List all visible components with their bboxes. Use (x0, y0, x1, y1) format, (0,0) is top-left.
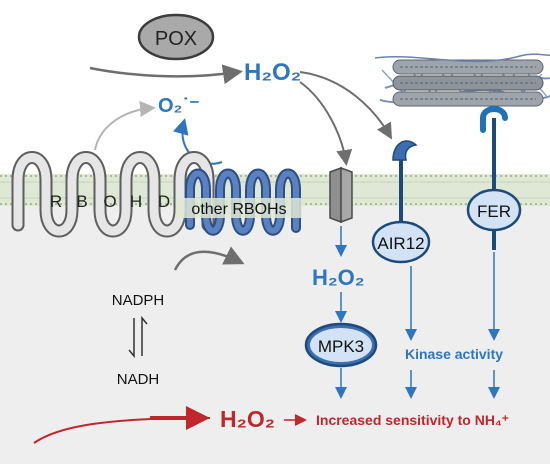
fer-label: FER (477, 202, 511, 221)
mpk3-label: MPK3 (318, 337, 364, 356)
arrow-rbohd-to-o2 (94, 100, 156, 151)
rbohd-letter-h: H (130, 192, 142, 211)
h2o2-top-label: H₂O₂ (244, 59, 301, 86)
pox-label: POX (155, 28, 197, 50)
mpk3-kinase: MPK3 (304, 322, 378, 368)
o2-radical-label: O₂˙⁻ (158, 95, 200, 117)
fer-receptor: FER (466, 106, 522, 250)
equilibrium-arrows (128, 315, 148, 359)
arrow-to-h2o2 (89, 64, 243, 85)
air12-label: AIR12 (377, 234, 424, 253)
outcome-label: Increased sensitivity to NH₄⁺ (316, 412, 509, 428)
rbohd-letter-d: D (158, 192, 170, 211)
other-rbohs-protein: other RBOHs (176, 168, 302, 236)
h2o2-bottom-label: H₂O₂ (220, 406, 275, 432)
rbohd-letter-o: O (103, 192, 116, 211)
other-rbohs-label: other RBOHs (191, 201, 286, 218)
arrow-h2o2-to-channel (299, 81, 353, 166)
h2o2-mid-label: H₂O₂ (312, 265, 365, 290)
aquaporin-channel (329, 166, 353, 224)
rbohd-letter-r: R (50, 192, 62, 211)
cytoplasm-region (0, 200, 550, 464)
cell-wall-fibers (374, 53, 550, 107)
rbohd-letter-b: B (76, 192, 87, 211)
pox-enzyme: POX (137, 13, 215, 61)
nadph-label: NADPH (112, 292, 165, 309)
air12-receptor: AIR12 (371, 140, 431, 264)
nadh-label: NADH (117, 371, 160, 388)
arrow-nadph-to-rboh (173, 246, 245, 271)
kinase-activity-label: Kinase activity (405, 346, 503, 362)
arrow-h2o2-to-air12 (299, 71, 393, 140)
